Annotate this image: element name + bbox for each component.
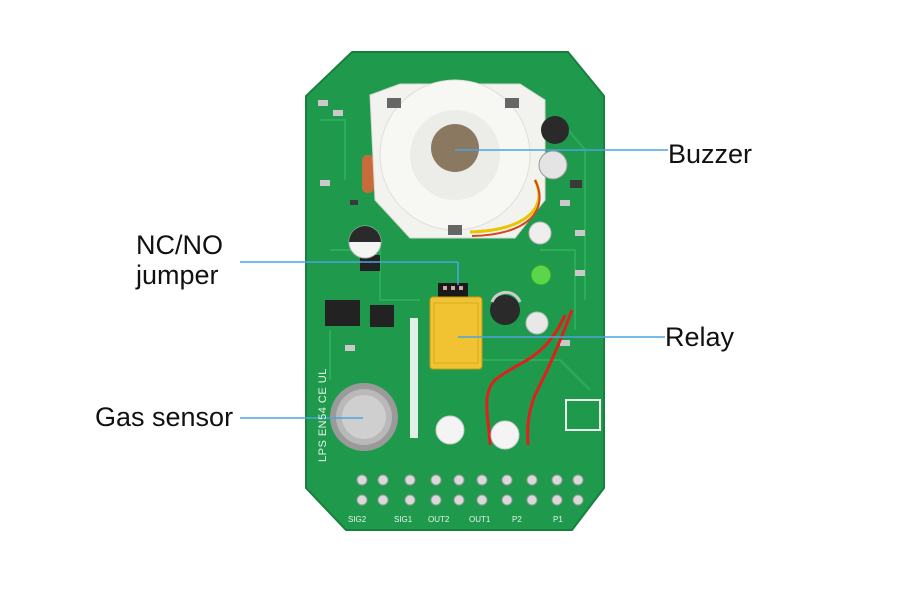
- red-wires: [485, 314, 567, 446]
- gas-sensor: [330, 383, 398, 451]
- white-led: [528, 221, 552, 245]
- nc-no-jumper-label-line2: jumper: [136, 260, 219, 290]
- terminal-label-sig2: SIG2: [348, 515, 367, 524]
- callout-lines: [240, 149, 668, 419]
- terminal-label-sig1: SIG1: [394, 515, 413, 524]
- terminal-label-out1: OUT1: [469, 515, 491, 524]
- nc-no-jumper-label-line1: NC/NO: [136, 230, 223, 260]
- electrolytic-capacitor: [538, 150, 568, 180]
- component-outline: [565, 399, 601, 431]
- ic-chip: [370, 305, 394, 327]
- terminal-pads: [356, 474, 584, 506]
- inductor: [362, 155, 374, 193]
- electrolytic-capacitor: [490, 295, 520, 325]
- electrolytic-capacitor: [541, 116, 569, 144]
- white-led: [525, 311, 549, 335]
- terminal-label-p1: P1: [553, 515, 563, 524]
- buzzer-label: Buzzer: [668, 139, 753, 169]
- nc-no-jumper-label: NC/NO jumper: [136, 230, 223, 290]
- relay-label: Relay: [665, 322, 735, 352]
- relay: [429, 296, 483, 370]
- green-led: [530, 264, 552, 286]
- pcb-certification-marking: LPS EN54 CE UL: [317, 368, 329, 462]
- ic-chip: [360, 255, 380, 271]
- silkscreen-bar: [410, 318, 418, 438]
- ic-chip: [325, 300, 360, 326]
- smd-components: [318, 100, 585, 351]
- terminal-label-p2: P2: [512, 515, 522, 524]
- gas-sensor-label: Gas sensor: [95, 402, 234, 432]
- buzzer: [369, 79, 546, 239]
- terminal-label-out2: OUT2: [428, 515, 450, 524]
